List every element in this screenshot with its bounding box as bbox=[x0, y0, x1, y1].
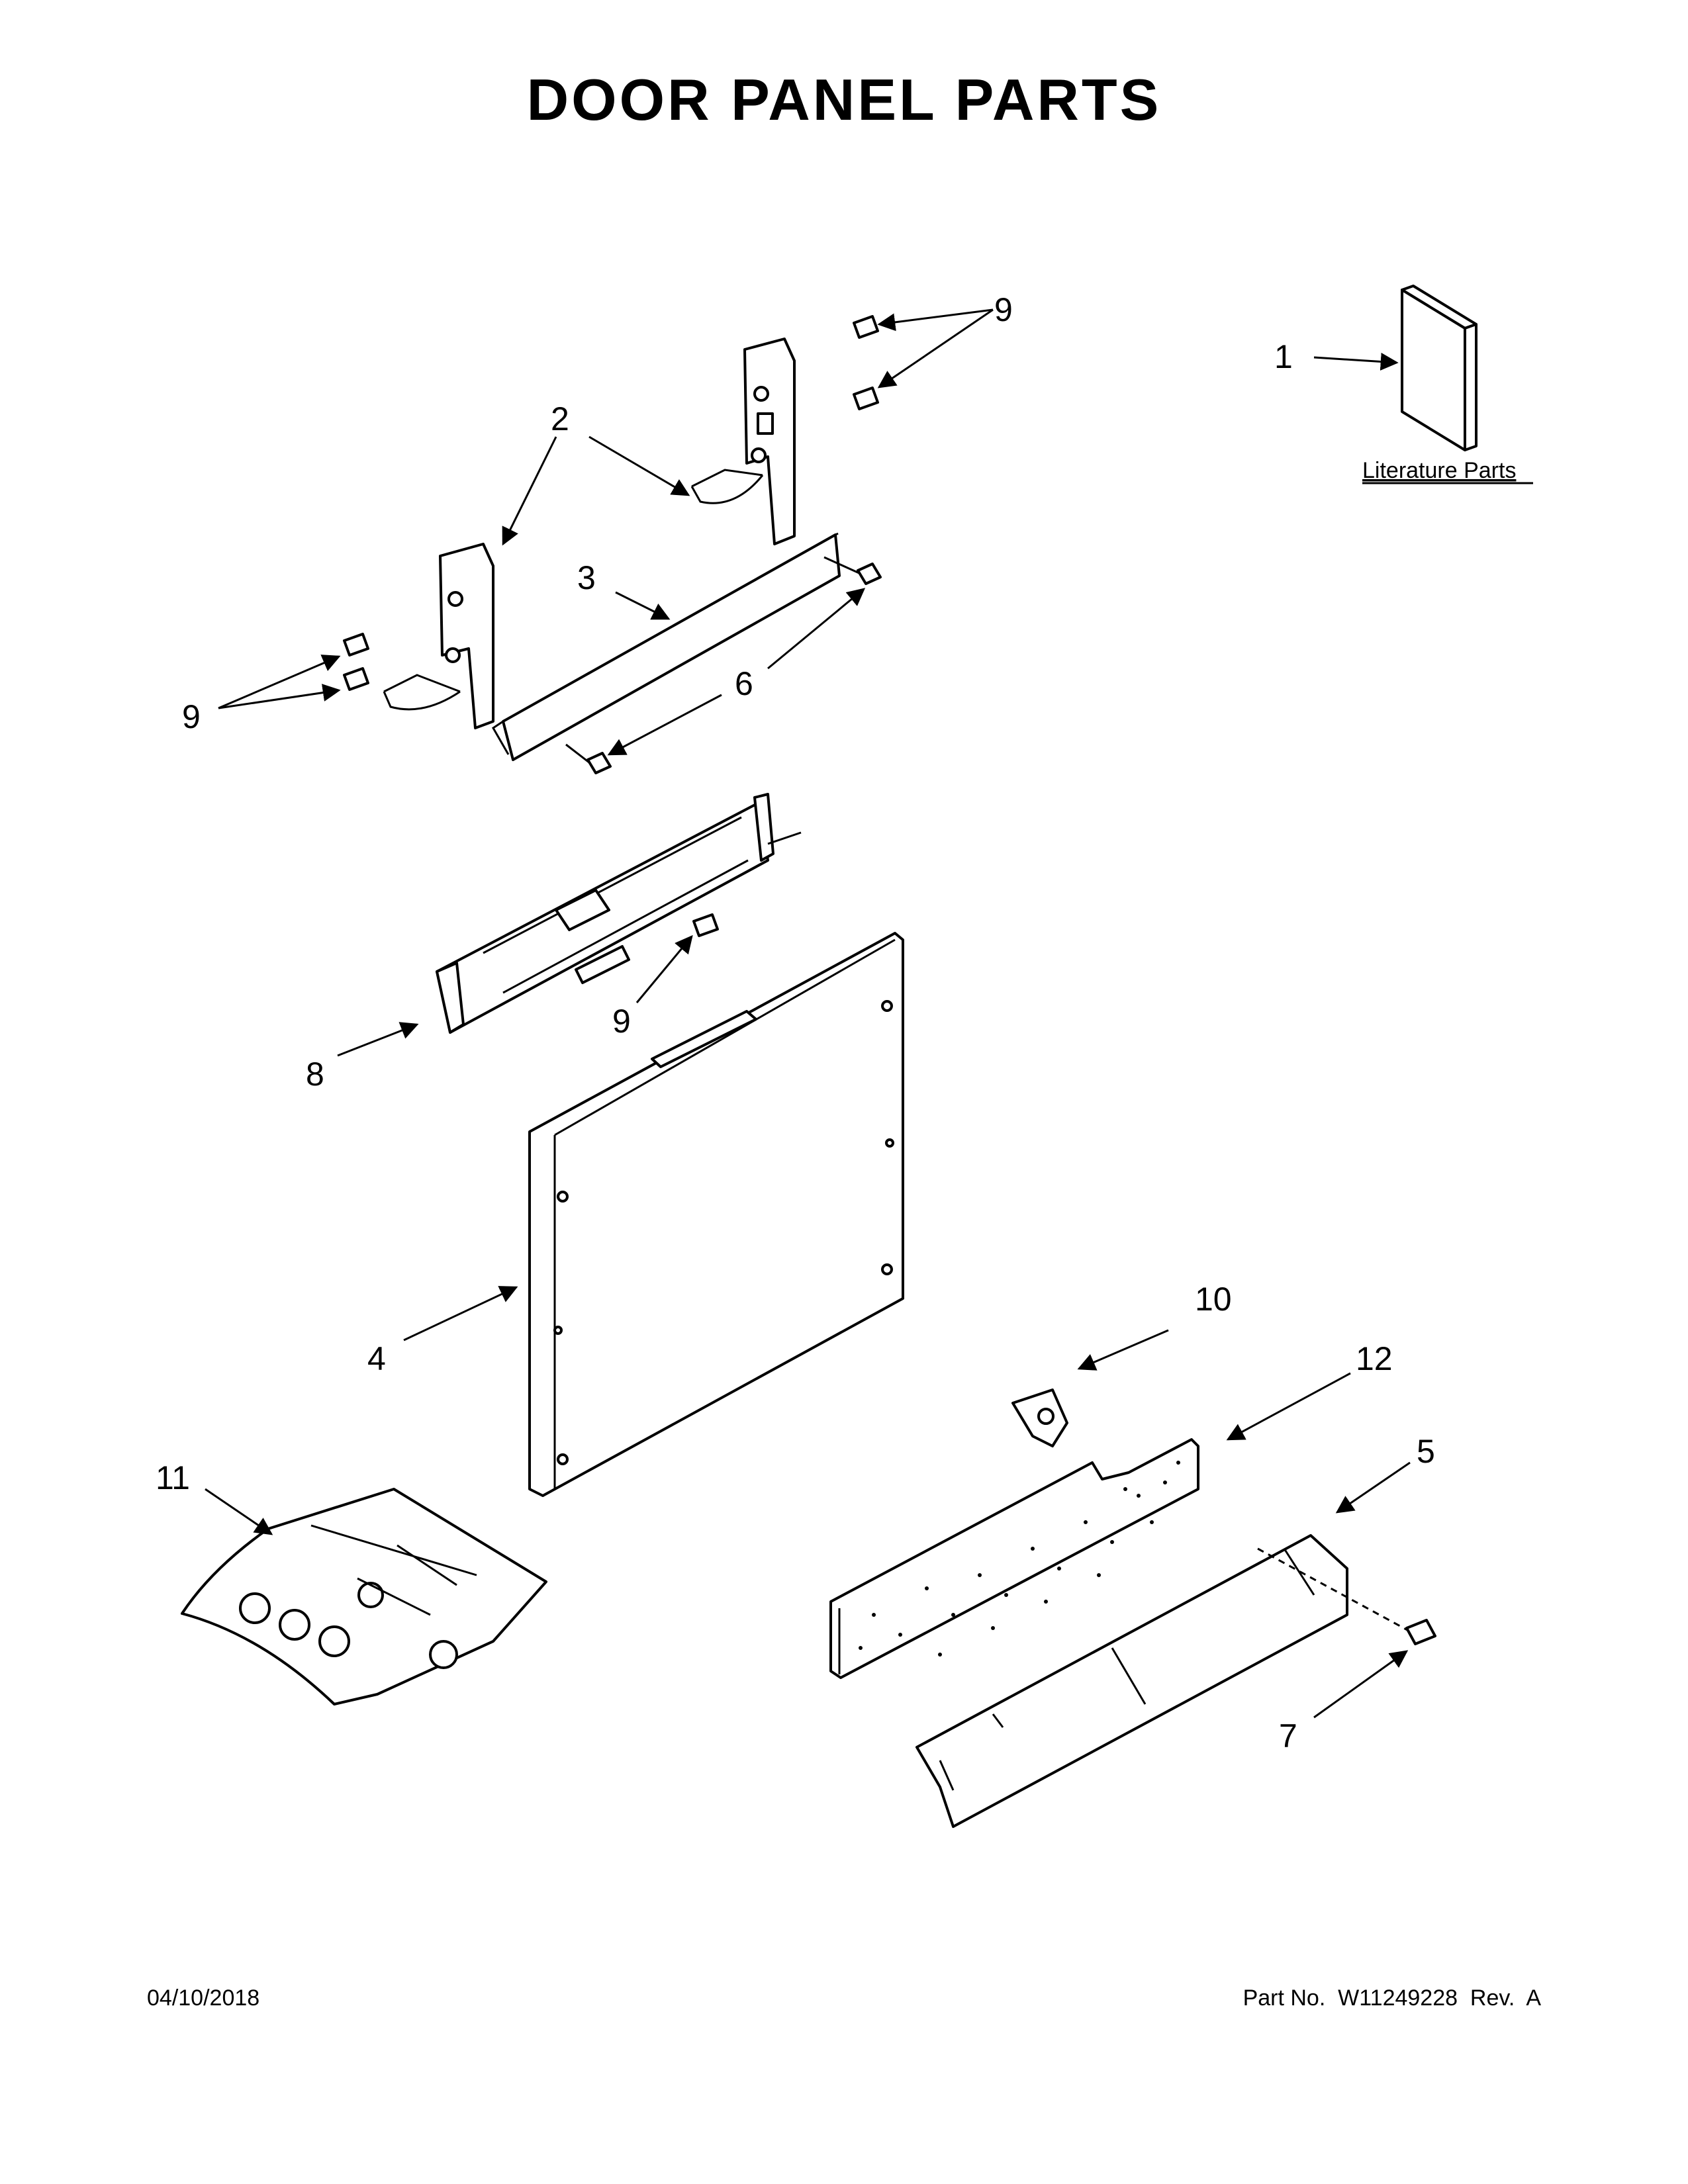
footer-part-number: Part No. W11249228 Rev. A bbox=[1243, 1985, 1541, 2011]
callout-11: 11 bbox=[156, 1459, 190, 1496]
screw-6-upper-part bbox=[823, 556, 882, 585]
leader-9c bbox=[635, 934, 693, 1003]
leader-9b-bottom bbox=[218, 684, 341, 709]
leader-2b bbox=[588, 435, 690, 496]
literature-booklet-part bbox=[1401, 285, 1477, 451]
hardware-bag-part bbox=[181, 1488, 547, 1706]
callout-10: 10 bbox=[1195, 1281, 1232, 1318]
leader-2a bbox=[502, 436, 557, 546]
callout-2: 2 bbox=[551, 400, 569, 437]
leader-12 bbox=[1226, 1372, 1351, 1441]
callout-8: 8 bbox=[306, 1056, 324, 1093]
leader-3 bbox=[615, 591, 671, 620]
callout-12: 12 bbox=[1356, 1340, 1393, 1377]
console-panel-part bbox=[436, 793, 802, 1034]
leader-6a bbox=[767, 588, 866, 670]
leader-9a-top bbox=[877, 308, 994, 332]
leader-10 bbox=[1077, 1329, 1169, 1371]
door-panel-part bbox=[528, 932, 904, 1497]
callout-9-left: 9 bbox=[182, 698, 201, 735]
leader-lines bbox=[205, 308, 1411, 1719]
leader-5 bbox=[1335, 1461, 1411, 1514]
callout-4: 4 bbox=[367, 1340, 386, 1377]
hinge-bracket-right-part bbox=[690, 338, 796, 545]
leader-9a-bottom bbox=[877, 308, 994, 388]
page-title: DOOR PANEL PARTS bbox=[526, 67, 1162, 132]
callout-9-upper-right: 9 bbox=[994, 291, 1013, 328]
callout-9-console: 9 bbox=[612, 1003, 631, 1040]
insulation-foam-part bbox=[829, 1438, 1199, 1679]
footer-date: 04/10/2018 bbox=[147, 1985, 260, 2011]
leader-9b-top bbox=[218, 655, 341, 709]
leader-11 bbox=[205, 1488, 273, 1535]
hinge-bracket-left-part bbox=[383, 543, 494, 729]
leader-6b bbox=[607, 694, 722, 756]
leader-1 bbox=[1313, 352, 1399, 371]
screw-9-top-part bbox=[343, 315, 879, 937]
literature-parts-label: Literature Parts bbox=[1362, 458, 1516, 483]
screw-6-lower-part bbox=[565, 743, 612, 774]
callout-7: 7 bbox=[1279, 1717, 1297, 1754]
screw-7-part bbox=[1257, 1547, 1436, 1645]
leader-4 bbox=[403, 1286, 518, 1342]
callout-1: 1 bbox=[1274, 338, 1293, 375]
leader-7 bbox=[1313, 1650, 1409, 1719]
toe-panel-part bbox=[915, 1534, 1348, 1828]
leader-8 bbox=[337, 1022, 419, 1057]
callout-6: 6 bbox=[735, 665, 753, 702]
callout-5: 5 bbox=[1417, 1433, 1435, 1470]
callout-3: 3 bbox=[577, 559, 596, 596]
clip-part bbox=[1011, 1388, 1068, 1447]
door-channel-part bbox=[491, 532, 841, 761]
